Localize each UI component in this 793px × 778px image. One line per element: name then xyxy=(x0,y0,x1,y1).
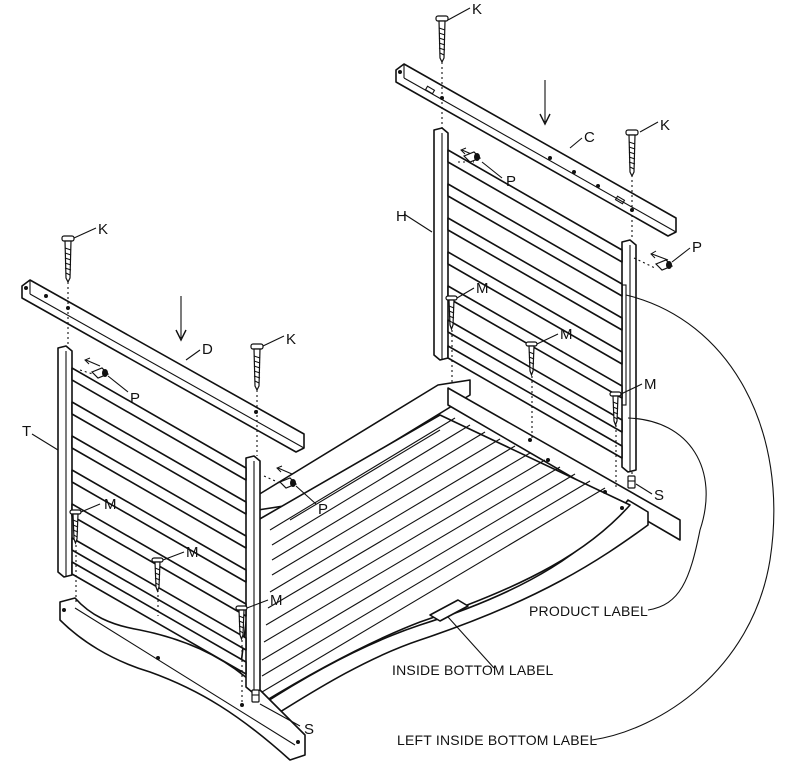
dowel-p-icon xyxy=(90,367,110,379)
part-labels: K C K P H P K M M K D M P T S M P M M S xyxy=(22,1,702,738)
dowel-p-icon xyxy=(278,477,298,489)
panel-h-slats xyxy=(447,149,623,459)
label-d: D xyxy=(202,341,213,358)
screw-m-icon xyxy=(609,391,622,427)
screw-k-icon xyxy=(250,343,264,392)
arrow-down-icon xyxy=(539,80,551,126)
screw-k-icon xyxy=(61,235,75,284)
label-p-4: P xyxy=(318,501,328,518)
label-m-5: M xyxy=(186,544,199,561)
callout-labels: PRODUCT LABEL INSIDE BOTTOM LABEL LEFT I… xyxy=(392,603,648,748)
top-rail-d xyxy=(21,279,305,453)
label-k-2: K xyxy=(660,117,670,134)
leader-lines xyxy=(31,7,775,741)
screw-m-icon xyxy=(235,605,248,641)
screw-m-icon xyxy=(151,557,164,593)
label-m-6: M xyxy=(270,592,283,609)
left-inside-bottom-label-callout: LEFT INSIDE BOTTOM LABEL xyxy=(397,732,597,748)
label-h: H xyxy=(396,208,407,225)
inside-bottom-label-callout: INSIDE BOTTOM LABEL xyxy=(392,662,553,678)
label-m-3: M xyxy=(644,376,657,393)
dowel-p-icon xyxy=(654,259,674,271)
label-m-1: M xyxy=(476,280,489,297)
screw-m-icon xyxy=(445,295,458,331)
label-k-3: K xyxy=(98,221,108,238)
label-k-1: K xyxy=(472,1,482,18)
product-label-callout: PRODUCT LABEL xyxy=(529,603,648,619)
dowel-p-icon xyxy=(462,151,482,163)
screw-m-icon xyxy=(69,509,82,545)
label-c: C xyxy=(584,129,595,146)
alignment-lines xyxy=(67,62,656,705)
base-frame xyxy=(59,379,681,761)
screw-k-icon xyxy=(435,15,449,64)
screw-m-icon xyxy=(525,341,538,377)
label-m-2: M xyxy=(560,326,573,343)
label-s-1: S xyxy=(654,487,664,504)
deck-slats xyxy=(261,417,606,693)
label-t: T xyxy=(22,423,31,440)
label-p-3: P xyxy=(130,390,140,407)
pin-s-icon xyxy=(251,689,260,703)
top-rail-c xyxy=(395,63,677,237)
pin-s-icon xyxy=(627,475,636,489)
label-m-4: M xyxy=(104,496,117,513)
arrow-down-icon xyxy=(175,296,187,342)
label-p-2: P xyxy=(692,239,702,256)
label-k-4: K xyxy=(286,331,296,348)
screw-k-icon xyxy=(625,129,639,178)
label-s-2: S xyxy=(304,721,314,738)
end-panel-h xyxy=(433,127,637,473)
label-p-1: P xyxy=(506,173,516,190)
